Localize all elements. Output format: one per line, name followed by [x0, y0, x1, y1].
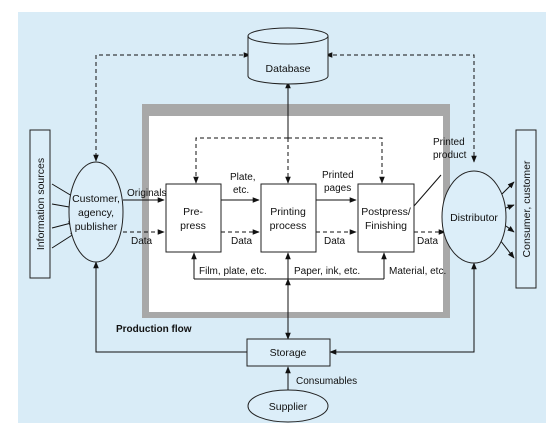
storage-label: Storage: [270, 347, 307, 359]
distributor-to-storage-line: [329, 262, 477, 355]
storage-box: Storage: [246, 338, 331, 367]
storage-to-customer-line: [93, 261, 247, 353]
printing-label-line2: process: [270, 220, 307, 232]
consumer-arrow-1: [501, 181, 515, 195]
consumer-label: Consumer, customer: [521, 160, 533, 257]
data-label-prepress: Data: [231, 236, 253, 247]
customer-label-line3: publisher: [75, 221, 118, 233]
information-sources-label: Information sources: [35, 158, 47, 250]
material-label: Material, etc.: [389, 266, 446, 277]
originals-label: Originals: [127, 188, 166, 199]
data-label-printing: Data: [324, 236, 346, 247]
consumer-arrow-3: [505, 225, 515, 233]
information-sources-node: Information sources: [29, 129, 51, 279]
printing-label-line1: Printing: [270, 206, 306, 218]
film-plate-label: Film, plate, etc.: [199, 266, 267, 277]
prepress-label-line2: press: [180, 220, 206, 232]
data-label-postpress: Data: [417, 236, 439, 247]
consumables-label: Consumables: [296, 376, 357, 387]
paper-ink-label: Paper, ink, etc.: [294, 266, 360, 277]
customer-label-line2: agency,: [78, 207, 114, 219]
data-label-customer: Data: [131, 236, 153, 247]
database-node: Database: [247, 27, 329, 85]
plate-label-line2: etc.: [233, 185, 249, 196]
supplier-node: Supplier: [247, 389, 329, 423]
consumer-arrow-4: [499, 239, 515, 259]
distributor-label: Distributor: [450, 212, 498, 224]
customer-label-line1: Customer,: [72, 193, 120, 205]
db-to-customer-line: [93, 52, 251, 162]
postpress-label-line1: Postpress/: [361, 206, 411, 218]
printed-product-line1: Printed: [433, 137, 465, 148]
printing-process-box: Printing process: [260, 183, 317, 253]
printed-pages-line1: Printed: [322, 170, 354, 181]
prepress-label-line1: Pre-: [183, 206, 203, 218]
postpress-label-line2: Finishing: [365, 220, 407, 232]
supplier-label: Supplier: [269, 401, 308, 413]
db-feed-postpress-line: [288, 137, 385, 184]
consumer-arrow-2: [505, 204, 515, 210]
distributor-node: Distributor: [441, 170, 507, 264]
prepress-box: Pre- press: [165, 183, 222, 253]
db-to-distributor-line: [325, 52, 477, 163]
db-feed-prepress-line: [193, 137, 288, 184]
customer-node: Customer, agency, publisher: [68, 161, 124, 263]
postpress-box: Postpress/ Finishing: [357, 183, 415, 253]
printed-pages-line2: pages: [324, 183, 351, 194]
printed-product-line2: product: [433, 150, 467, 161]
consumer-node: Consumer, customer: [515, 129, 537, 289]
database-label: Database: [266, 63, 311, 75]
plate-label-line1: Plate,: [230, 172, 256, 183]
production-flow-label: Production flow: [116, 324, 192, 335]
flow-printed-product: [413, 174, 442, 207]
